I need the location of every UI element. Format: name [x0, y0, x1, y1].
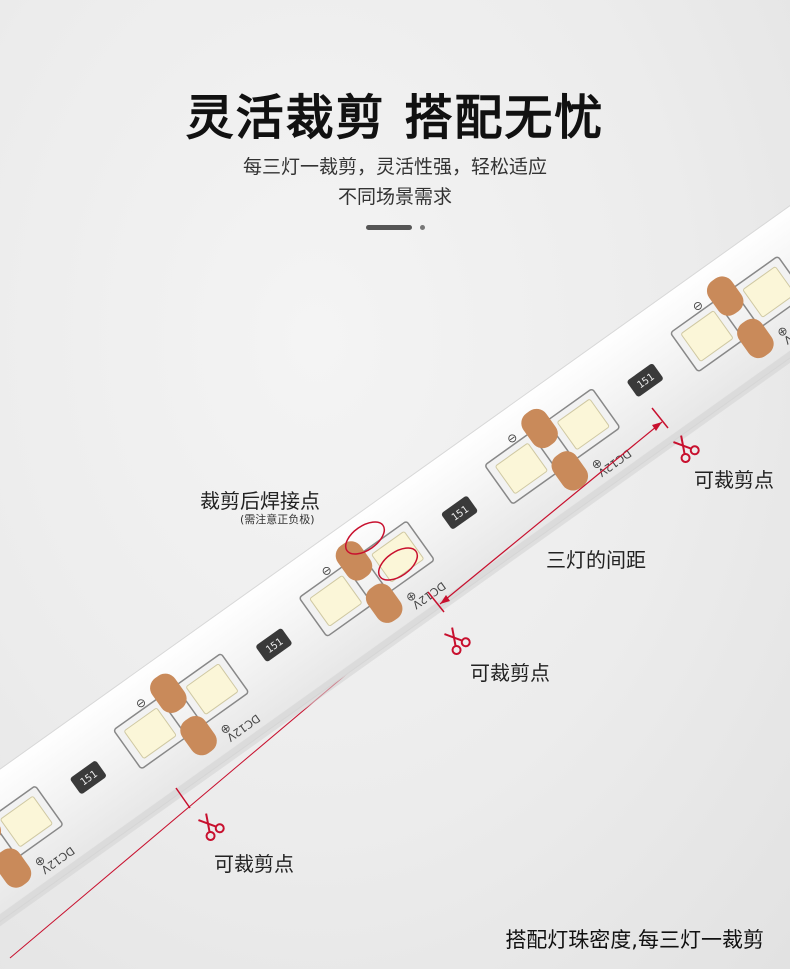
resistor-body: [441, 496, 478, 529]
cut-point: ⊖⊕DC12V: [690, 276, 790, 359]
spacing-arrow: [175, 407, 669, 809]
led-phosphor: [557, 399, 610, 450]
solder-pad: [365, 583, 403, 623]
resistor: 151: [627, 363, 663, 397]
solder-pad: [706, 276, 744, 316]
led-chip: [299, 565, 373, 637]
subtitle-line-1: 每三灯一裁剪，灵活性强，轻松适应: [242, 156, 547, 178]
solder-pad: [150, 673, 187, 713]
led-strip: 151151151151151151 ⊖⊕DC12V⊖⊕DC12V⊖⊕DC12V…: [0, 151, 790, 969]
led-chip: [0, 786, 63, 857]
solder-pad: [180, 715, 217, 756]
led-chip: [546, 388, 620, 460]
solder-pad: [521, 408, 558, 449]
led-phosphor: [124, 708, 177, 759]
led-chip: [361, 521, 434, 593]
carousel-indicator-active[interactable]: [366, 225, 412, 230]
resistor: 151: [256, 628, 292, 662]
spacing-label: 三灯的间距: [546, 548, 646, 572]
subtitle-line-2: 不同场景需求: [337, 186, 452, 208]
resistor: 151: [70, 761, 106, 794]
scissors-icon: [673, 435, 700, 463]
led-chip: [732, 256, 790, 328]
led-phosphor: [371, 531, 424, 582]
cut-point-label: 可裁剪点: [470, 661, 550, 685]
led-chips: 151151151151151151: [0, 256, 790, 902]
led-phosphor: [309, 575, 362, 627]
subtitle: 每三灯一裁剪，灵活性强，轻松适应 不同场景需求: [0, 152, 790, 212]
bottom-caption: 搭配灯珠密度,每三灯一裁剪: [505, 928, 764, 952]
resistor: 151: [441, 496, 478, 529]
solder-highlight: [377, 547, 419, 581]
led-phosphor: [495, 443, 548, 494]
resistor-body: [627, 363, 663, 397]
resistor-body: [70, 761, 106, 794]
led-phosphor: [743, 266, 790, 318]
cut-point-label: 可裁剪点: [214, 852, 294, 876]
solder-point-label: 裁剪后焊接点: [200, 489, 320, 513]
solder-highlight: [344, 521, 386, 555]
solder-pad: [551, 451, 589, 491]
strip-shadow: [0, 245, 790, 969]
scissors-icon: [444, 627, 471, 655]
solder-note-label: (需注意正负极): [240, 513, 315, 526]
led-phosphor: [186, 663, 238, 715]
led-phosphor: [0, 796, 53, 847]
scissors-icon: [198, 813, 225, 841]
led-phosphor: [681, 310, 733, 362]
carousel-indicator-dot[interactable]: [420, 225, 425, 230]
solder-pad: [0, 848, 32, 888]
cut-point-label: 可裁剪点: [694, 468, 774, 492]
page-title: 灵活裁剪 搭配无忧: [185, 90, 605, 146]
led-chip: [485, 433, 558, 504]
solder-pad: [737, 318, 774, 359]
resistor-body: [256, 628, 292, 662]
solder-pad: [335, 541, 373, 581]
led-chip: [670, 300, 744, 372]
led-chip: [175, 653, 249, 725]
led-chip: [113, 697, 187, 769]
